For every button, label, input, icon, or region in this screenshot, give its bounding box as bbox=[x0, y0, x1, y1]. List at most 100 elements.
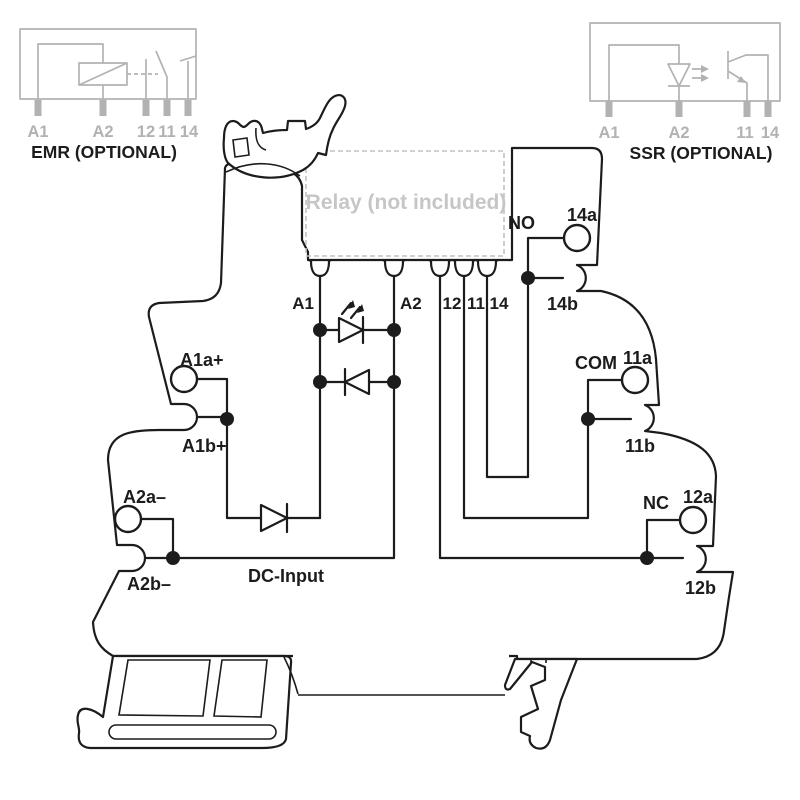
wire-11 bbox=[462, 274, 624, 520]
junction-dot bbox=[166, 551, 180, 565]
relay-slot bbox=[305, 150, 505, 257]
terminal-circle-12a bbox=[678, 505, 708, 535]
ssr-pin-label-14: 14 bbox=[761, 124, 780, 142]
emr-module-panel: A1 A2 12 11 14 EMR (OPTIONAL) bbox=[19, 28, 199, 162]
ssr-module-panel: A1 A2 11 14 SSR (OPTIONAL) bbox=[589, 22, 781, 163]
diagram-labels: A1 A2 12 11 14 A1a+ A1b+ A2a– A2b– DC-In… bbox=[123, 205, 716, 598]
emr-pin-stub-a2 bbox=[99, 100, 107, 116]
housing-outline bbox=[91, 146, 735, 661]
label-nc: NC bbox=[643, 493, 669, 513]
label-12a: 12a bbox=[683, 487, 714, 507]
ssr-pin-label-a2: A2 bbox=[668, 124, 689, 142]
socket-pin-label-11: 11 bbox=[467, 294, 485, 313]
label-11a: 11a bbox=[623, 348, 653, 368]
emr-coil-slash bbox=[78, 62, 128, 86]
relay-slot-label: Relay (not included) bbox=[306, 191, 507, 214]
foot-ticks bbox=[530, 659, 547, 663]
socket-pin-label-a1: A1 bbox=[292, 294, 314, 313]
ssr-box bbox=[589, 22, 781, 102]
leaf-spring-arc bbox=[225, 162, 301, 177]
foot-slot bbox=[108, 724, 277, 740]
junction-dot bbox=[581, 412, 595, 426]
emr-pin-label-a1: A1 bbox=[27, 123, 48, 141]
socket-pin-label-a2: A2 bbox=[400, 294, 422, 313]
emr-pin-stub-a1 bbox=[34, 100, 42, 116]
junction-dot bbox=[387, 375, 401, 389]
wire-12 bbox=[438, 274, 649, 560]
wire-a2a bbox=[139, 517, 175, 560]
lever-window bbox=[232, 137, 250, 158]
junction-dot bbox=[313, 375, 327, 389]
label-12b: 12b bbox=[685, 578, 716, 598]
led-indicator bbox=[337, 300, 365, 345]
lever-inner-detail bbox=[255, 127, 267, 151]
protection-diode-triangle bbox=[343, 368, 371, 396]
series-diode-triangle bbox=[259, 503, 289, 533]
emr-box bbox=[19, 28, 197, 100]
wire-a2-dc-input bbox=[143, 274, 396, 560]
label-14a: 14a bbox=[567, 205, 598, 225]
label-a2a: A2a– bbox=[123, 487, 166, 507]
junction-dot bbox=[313, 323, 327, 337]
ssr-module-title: SSR (OPTIONAL) bbox=[630, 143, 773, 163]
emr-coil-wire bbox=[37, 43, 104, 99]
din-rail-foot-right bbox=[503, 657, 579, 750]
emr-module-title: EMR (OPTIONAL) bbox=[31, 142, 177, 162]
label-com: COM bbox=[575, 353, 617, 373]
junction-dot bbox=[220, 412, 234, 426]
wire-14 bbox=[485, 236, 566, 479]
terminal-circle-a2a bbox=[113, 504, 143, 534]
foot-latch-nose bbox=[283, 656, 299, 695]
emr-pin-label-11: 11 bbox=[158, 123, 175, 141]
terminal-openings bbox=[113, 223, 708, 535]
junction-dot bbox=[387, 323, 401, 337]
label-a1b: A1b+ bbox=[182, 436, 227, 456]
din-rail-mount bbox=[76, 654, 579, 750]
label-no: NO bbox=[508, 213, 535, 233]
terminal-circle-11a bbox=[620, 365, 650, 395]
ssr-pin-label-a1: A1 bbox=[598, 124, 619, 142]
foot-window-1 bbox=[118, 659, 211, 717]
ssr-pin-stub-a2 bbox=[675, 101, 683, 117]
foot-window-2 bbox=[213, 659, 268, 718]
terminal-circle-a1a bbox=[169, 364, 199, 394]
emr-pin-label-12: 12 bbox=[137, 123, 155, 141]
release-lever bbox=[222, 94, 347, 179]
ssr-pin-label-11: 11 bbox=[736, 124, 753, 142]
ssr-led-wire bbox=[608, 44, 680, 101]
label-a2b: A2b– bbox=[127, 574, 171, 594]
emr-pin-label-a2: A2 bbox=[92, 123, 113, 141]
socket-pin-label-12: 12 bbox=[443, 294, 462, 313]
terminal-circle-14a bbox=[562, 223, 592, 253]
ssr-transistor-collector bbox=[727, 54, 769, 101]
din-rail-recess bbox=[293, 649, 509, 661]
emr-pin-stub-12 bbox=[142, 100, 150, 116]
led-emission-lines bbox=[340, 301, 362, 320]
led-arrowhead-2 bbox=[357, 304, 364, 313]
protection-diode bbox=[343, 367, 371, 397]
junction-dot bbox=[521, 271, 535, 285]
ssr-transistor-emitter bbox=[727, 70, 748, 101]
led-triangle bbox=[337, 316, 365, 344]
series-diode bbox=[259, 502, 289, 534]
emr-no-contact-tick bbox=[179, 55, 197, 62]
label-a1a: A1a+ bbox=[180, 350, 224, 370]
junction-dot bbox=[640, 551, 654, 565]
ssr-led-triangle bbox=[667, 63, 691, 87]
junction-dots bbox=[166, 271, 654, 565]
ssr-pin-stub-11 bbox=[743, 101, 751, 117]
emr-contact-blade bbox=[155, 50, 168, 99]
label-dc-input: DC-Input bbox=[248, 566, 324, 586]
wire-12a bbox=[645, 518, 682, 560]
emr-pin-label-14: 14 bbox=[180, 123, 199, 141]
label-11b: 11b bbox=[625, 436, 655, 456]
ssr-pin-stub-14 bbox=[764, 101, 772, 117]
emr-pin-stub-11 bbox=[163, 100, 171, 116]
socket-pin-label-14: 14 bbox=[490, 294, 509, 313]
emr-pin-stub-14 bbox=[184, 100, 192, 116]
ssr-pin-stub-a1 bbox=[605, 101, 613, 117]
led-arrowhead-1 bbox=[348, 300, 355, 309]
ssr-emitter-arrowhead bbox=[737, 76, 746, 83]
ssr-emission-arrowhead-2 bbox=[701, 74, 709, 82]
